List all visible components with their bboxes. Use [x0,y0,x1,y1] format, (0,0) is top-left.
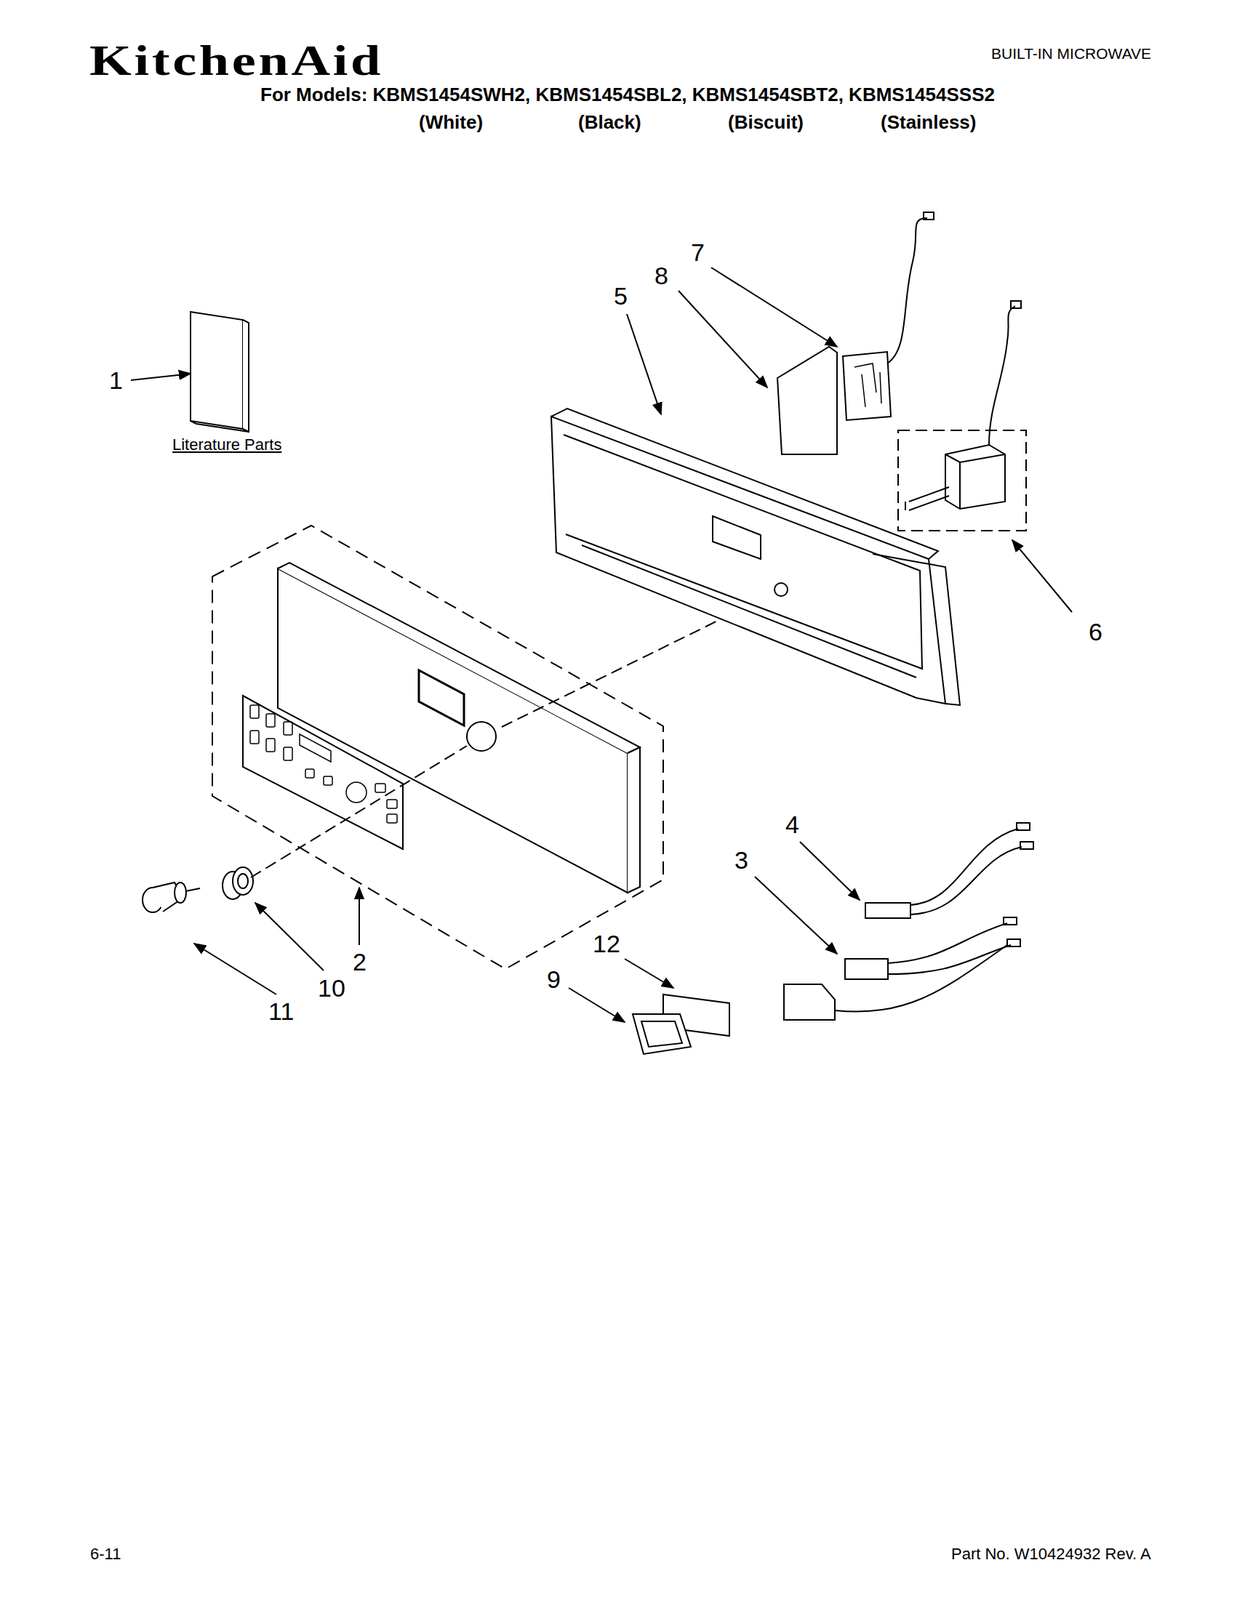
brand-logo: KitchenAid [89,38,384,83]
wire-harness [783,917,1021,1021]
color-name: (Stainless) [880,112,977,132]
callout-number: 7 [690,239,705,265]
ring [222,867,254,900]
callout-number: 4 [785,812,800,838]
footer-text: Part No. W10424932 Rev. A [951,1546,1152,1563]
section-label: Literature Parts [172,437,282,454]
model-list: For Models: KBMS1454SWH2, KBMS1454SBL2, … [260,85,995,104]
color-name: (Black) [578,112,642,132]
shield [777,346,838,455]
leader-arrows [130,267,1072,1023]
frame [551,408,960,706]
callout-number: 8 [654,263,669,288]
callout-number: 5 [613,283,628,309]
callout-number: 6 [1088,619,1103,645]
footer-text: 6-11 [90,1546,121,1563]
callout-number: 9 [546,967,561,992]
callout-number: 2 [352,949,367,975]
control-panel [242,562,640,894]
bezel [632,1014,691,1055]
callout-number: 12 [592,931,621,957]
callout-number: 1 [109,367,123,393]
color-name: (Biscuit) [727,112,804,132]
callout-number: 11 [268,999,294,1024]
relay [905,301,1022,511]
wire-harness [865,823,1034,919]
color-name: (White) [418,112,483,132]
callout-number: 3 [734,847,749,873]
product-type: BUILT-IN MICROWAVE [991,45,1152,62]
callout-number: 10 [317,975,346,1001]
assembly-bracket [212,525,664,970]
knob [142,882,200,913]
circuit-board [842,212,934,421]
literature-book [190,311,249,432]
